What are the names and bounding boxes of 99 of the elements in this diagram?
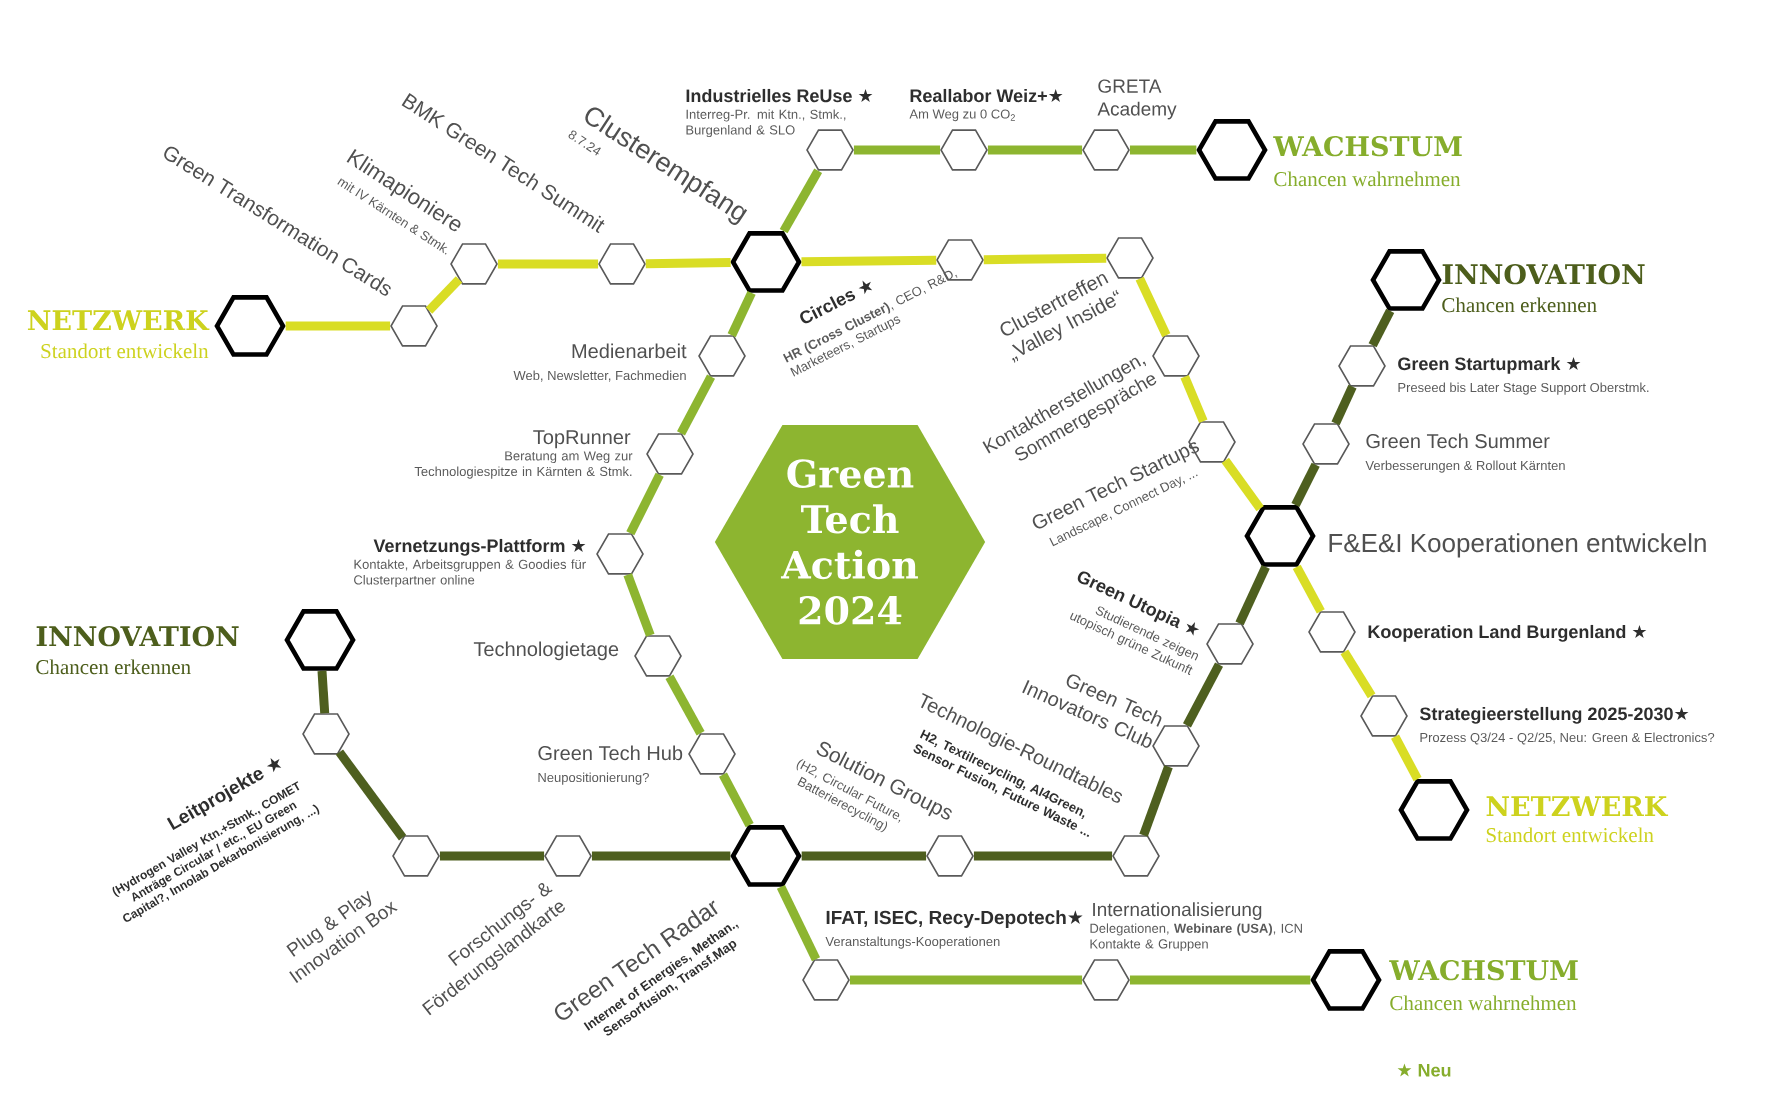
line-segment (1368, 308, 1395, 348)
line-segment (719, 772, 754, 828)
line-segment (779, 168, 823, 234)
legend-label: ★ Neu (1397, 1063, 1451, 1077)
station-label: IFAT, ISEC, Recy-Depotech★ (826, 910, 1083, 928)
line-heading: WACHSTUM (1273, 135, 1462, 157)
line-segment (1129, 145, 1197, 155)
terminal-hexagon (1398, 779, 1470, 841)
station-hexagon (698, 335, 746, 377)
station-label: Reallabor Weiz+★ (910, 88, 1063, 103)
line-heading: INNOVATION (36, 625, 239, 647)
line-subheading: Chancen erkennen (36, 659, 191, 675)
line-segment (1292, 564, 1325, 614)
line-segment (1391, 734, 1422, 782)
station-hexagon (1112, 835, 1160, 877)
station-hexagon (1338, 345, 1386, 387)
line-subheading: Chancen wahrnehmen (1390, 995, 1577, 1011)
station-hexagon (390, 305, 438, 347)
terminal-hexagon (1196, 119, 1268, 181)
station-hexagon (1152, 725, 1200, 767)
line-segment (497, 259, 599, 269)
line-segment (645, 258, 731, 269)
station-label: F&E&I Kooperationen entwickeln (1329, 533, 1706, 558)
terminal-hexagon (1244, 505, 1316, 567)
station-label: TopRunner (533, 430, 631, 449)
station-hexagon (598, 243, 646, 285)
station-label: Strategieerstellung 2025-2030★ (1419, 706, 1689, 724)
line-segment (665, 674, 705, 736)
line-segment (335, 749, 407, 841)
station-hexagon (1360, 695, 1408, 737)
line-subheading: Chancen erkennen (1442, 297, 1597, 313)
station-hexagon (1106, 237, 1154, 279)
line-segment (1235, 565, 1270, 626)
line-segment (849, 975, 1083, 985)
line-segment (285, 321, 391, 331)
station-hexagon (1308, 611, 1356, 653)
line-segment (1180, 374, 1208, 423)
line-segment (983, 253, 1107, 265)
terminal-hexagon (214, 295, 286, 357)
line-segment (776, 884, 821, 962)
station-hexagon (940, 129, 988, 171)
station-hexagon (646, 433, 694, 475)
line-segment (439, 851, 545, 861)
line-segment (987, 145, 1083, 155)
station-label: Green Tech Hub (538, 745, 683, 761)
terminal-hexagon (1310, 949, 1382, 1011)
station-hexagon (688, 733, 736, 775)
station-hexagon (1206, 623, 1254, 665)
line-segment (1135, 276, 1171, 338)
station-label: Internationalisierung (1093, 902, 1262, 920)
line-segment (853, 145, 941, 155)
line-segment (677, 374, 715, 436)
line-segment (1340, 649, 1376, 699)
station-label: Green Tech Summer (1366, 433, 1550, 449)
station-hexagon (802, 959, 850, 1001)
station-hexagon (450, 243, 498, 285)
station-hexagon (634, 635, 682, 677)
station-hexagon (1302, 423, 1350, 465)
station-hexagon (544, 835, 592, 877)
line-segment (801, 255, 937, 267)
line-segment (317, 670, 330, 714)
line-subheading: Chancen wahrnehmen (1274, 171, 1461, 187)
station-label: Green Startupmark ★ (1398, 356, 1581, 374)
line-segment (623, 573, 655, 637)
station-label: Industrielles ReUse ★ (686, 88, 873, 103)
terminal-hexagon (1370, 249, 1442, 311)
line-segment (1331, 384, 1357, 426)
line-subheading: Standort entwickeln (41, 343, 209, 359)
station-hexagon (392, 835, 440, 877)
line-segment (1221, 457, 1264, 512)
station-label: GRETA Academy (1097, 79, 1177, 120)
line-segment (1183, 662, 1223, 728)
station-label: Medienarbeit (572, 343, 687, 359)
line-segment (1139, 765, 1173, 837)
line-segment (425, 276, 463, 314)
line-heading: WACHSTUM (1389, 959, 1578, 981)
line-segment (973, 851, 1113, 861)
station-label: Vernetzungs-Plattform ★ (373, 538, 586, 556)
station-hexagon (596, 533, 644, 575)
terminal-hexagon (284, 609, 356, 671)
line-segment (1129, 975, 1311, 985)
line-segment (626, 472, 664, 536)
line-segment (591, 851, 731, 861)
line-segment (801, 851, 927, 861)
line-heading: NETZWERK (27, 310, 210, 330)
line-segment (1291, 462, 1320, 508)
station-hexagon (1152, 335, 1200, 377)
station-hexagon (806, 129, 854, 171)
station-label: Kooperation Land Burgenland ★ (1368, 624, 1647, 642)
station-hexagon (302, 713, 350, 755)
terminal-hexagon (730, 231, 802, 293)
line-subheading: Standort entwickeln (1486, 827, 1654, 843)
station-label: Technologietage (473, 641, 619, 661)
line-heading: NETZWERK (1486, 796, 1669, 816)
station-hexagon (1082, 959, 1130, 1001)
line-segment (727, 290, 756, 338)
line-heading: INNOVATION (1442, 263, 1645, 285)
station-hexagon (1082, 129, 1130, 171)
station-hexagon (926, 835, 974, 877)
